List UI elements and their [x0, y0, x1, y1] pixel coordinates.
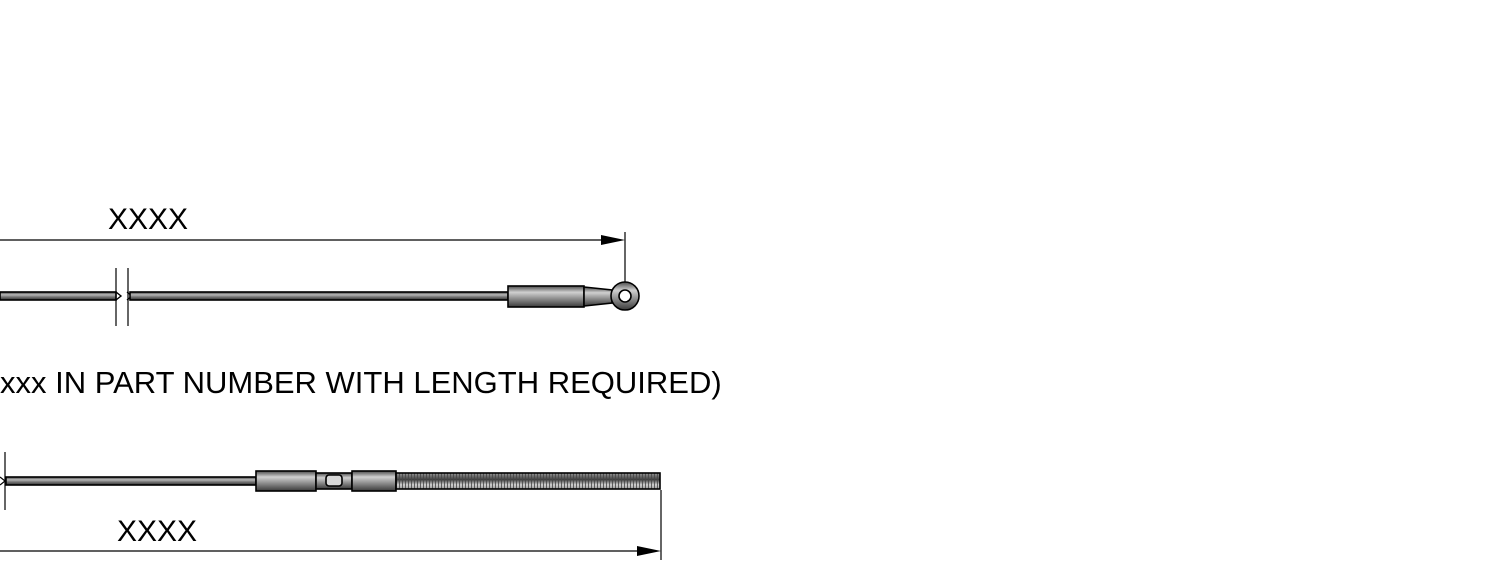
bottom-fitting-window	[325, 474, 343, 487]
bottom-dimension-arrowhead	[637, 546, 661, 556]
bottom-fitting-sleeve-left	[255, 470, 317, 492]
top-cable-rod-right	[129, 291, 509, 301]
bottom-threaded-rod	[395, 472, 661, 490]
part-number-note: xxx IN PART NUMBER WITH LENGTH REQUIRED)	[0, 365, 722, 400]
bottom-cable-assembly: XXXX	[0, 452, 662, 560]
top-fitting-sleeve	[507, 285, 585, 308]
bottom-fitting-sleeve-right	[351, 470, 397, 492]
top-cable-assembly: XXXX	[0, 203, 640, 326]
bottom-cable-rod	[5, 476, 257, 486]
bottom-break-symbol	[0, 476, 6, 486]
top-rod-eye-hole	[618, 289, 632, 303]
top-eye-taper	[583, 286, 613, 307]
top-dimension-label: XXXX	[108, 203, 188, 236]
top-break-symbol-left	[115, 291, 123, 301]
bottom-dimension-label: XXXX	[117, 515, 197, 548]
top-cable-rod-left	[0, 291, 117, 301]
top-dimension-arrowhead	[601, 235, 625, 245]
